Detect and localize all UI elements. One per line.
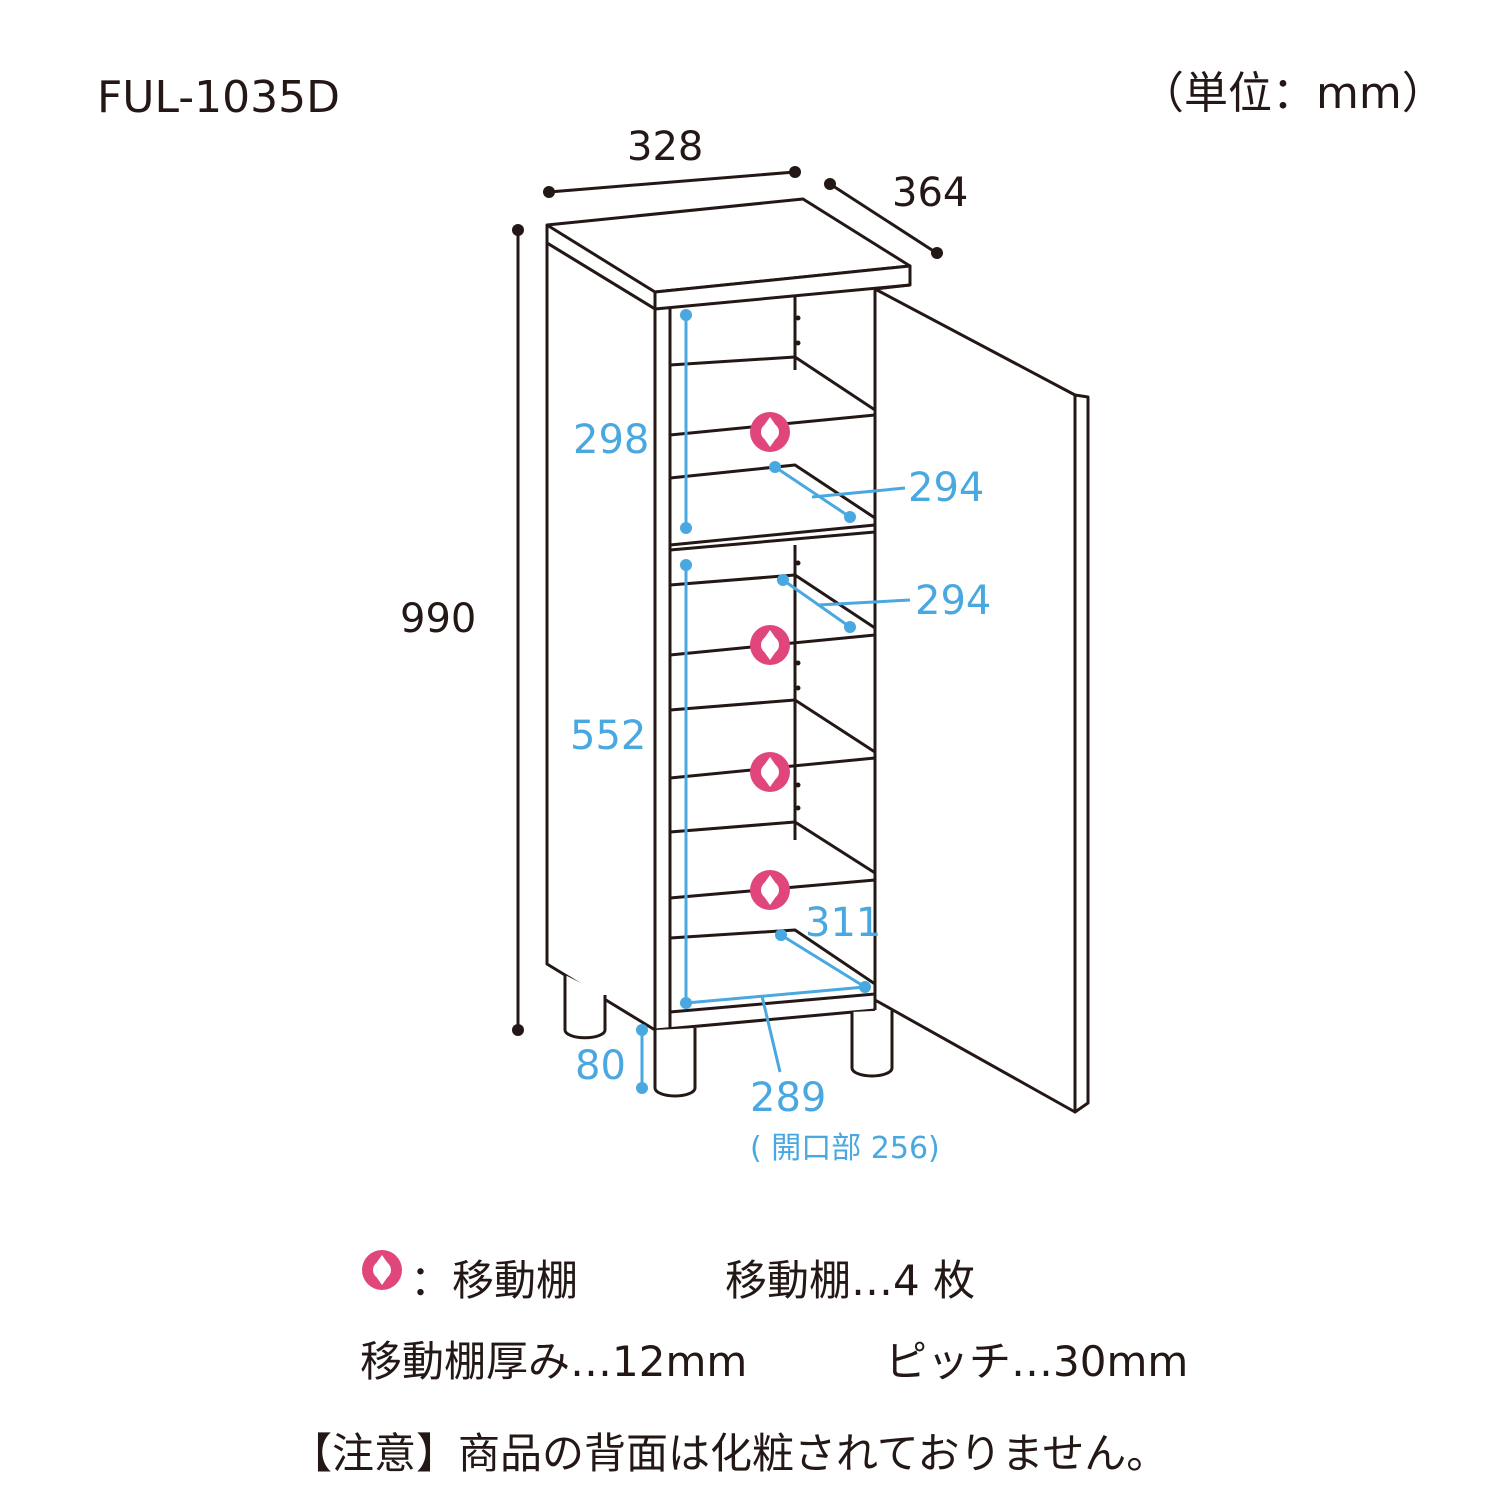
upper-inner-height: 298 [573,417,650,463]
legs [563,975,894,1098]
depth-dimension: 364 [892,170,969,216]
movable-shelf-icons [362,412,790,1290]
shelf-pitch: ピッチ…30mm [885,1337,1189,1386]
width-dimension: 328 [627,124,704,170]
inner-width: 289 [750,1075,827,1121]
lower-inner-height: 552 [570,713,647,759]
movable-shelf-icon [750,870,790,910]
shelf-thickness: 移動棚厚み…12mm [360,1337,748,1386]
left-side-panel [545,241,657,1032]
leg-height: 80 [575,1043,626,1089]
middle-shelf-depth: 294 [915,578,992,624]
model-number: FUL-1035D [97,72,340,123]
legend-shelf-icon [362,1250,402,1290]
door-edge [1073,393,1090,1114]
movable-shelf-icon [750,752,790,792]
movable-shelf-icon [750,625,790,665]
movable-shelf-icon [750,412,790,452]
opening-width: ( 開口部 256) [750,1131,940,1166]
legend-icon-label: ：移動棚 [410,1256,579,1305]
height-dimension: 990 [400,596,477,642]
bottom-shelf-depth: 311 [805,900,882,946]
unit-label: （単位：mm） [1140,68,1446,119]
upper-shelf-depth: 294 [908,465,985,511]
rear-panel-note: 【注意】商品の背面は化粧されておりません。 [290,1429,1169,1478]
shelf-count: 移動棚…4 枚 [725,1256,976,1305]
door [873,287,1077,1114]
